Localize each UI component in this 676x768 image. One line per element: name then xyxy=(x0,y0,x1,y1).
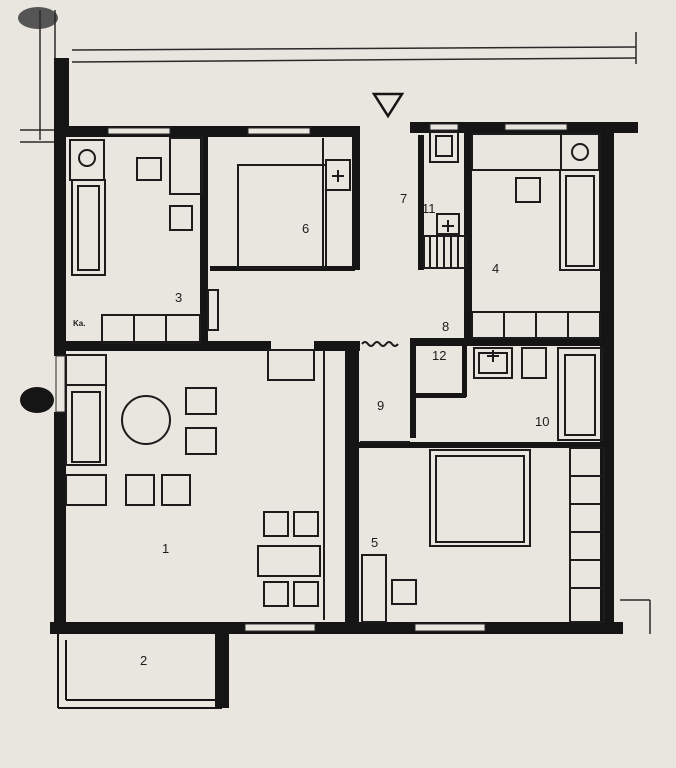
room-label-11: 11 xyxy=(422,201,436,216)
terrace-outline xyxy=(57,634,222,709)
room-label-10: 10 xyxy=(535,414,549,429)
windows xyxy=(55,123,568,632)
room-label-6: 6 xyxy=(302,221,309,236)
hall-8 xyxy=(207,289,399,347)
cellar-annotation: Ka. xyxy=(73,319,85,328)
room-label-12: 12 xyxy=(432,348,446,363)
stair-area xyxy=(423,131,467,269)
room-label-7: 7 xyxy=(400,191,407,206)
bath-furniture xyxy=(473,347,603,441)
room-label-8: 8 xyxy=(442,319,449,334)
room5-furniture xyxy=(361,447,605,623)
room-label-4: 4 xyxy=(492,261,499,276)
room4-furniture xyxy=(471,133,601,339)
ink-blot-top xyxy=(18,7,58,29)
room-label-9: 9 xyxy=(377,398,384,413)
room-label-3: 3 xyxy=(175,290,182,305)
ink-blot-left xyxy=(20,387,54,413)
entrance-triangle-icon xyxy=(371,92,405,119)
room-label-1: 1 xyxy=(162,541,169,556)
room1-furniture xyxy=(65,349,325,620)
room3-furniture xyxy=(69,137,203,344)
room6-furniture xyxy=(237,138,351,269)
room-labels: 1 2 3 4 5 6 7 8 9 10 11 12 Ka. xyxy=(73,191,549,668)
room-label-5: 5 xyxy=(371,535,378,550)
room-label-2: 2 xyxy=(140,653,147,668)
